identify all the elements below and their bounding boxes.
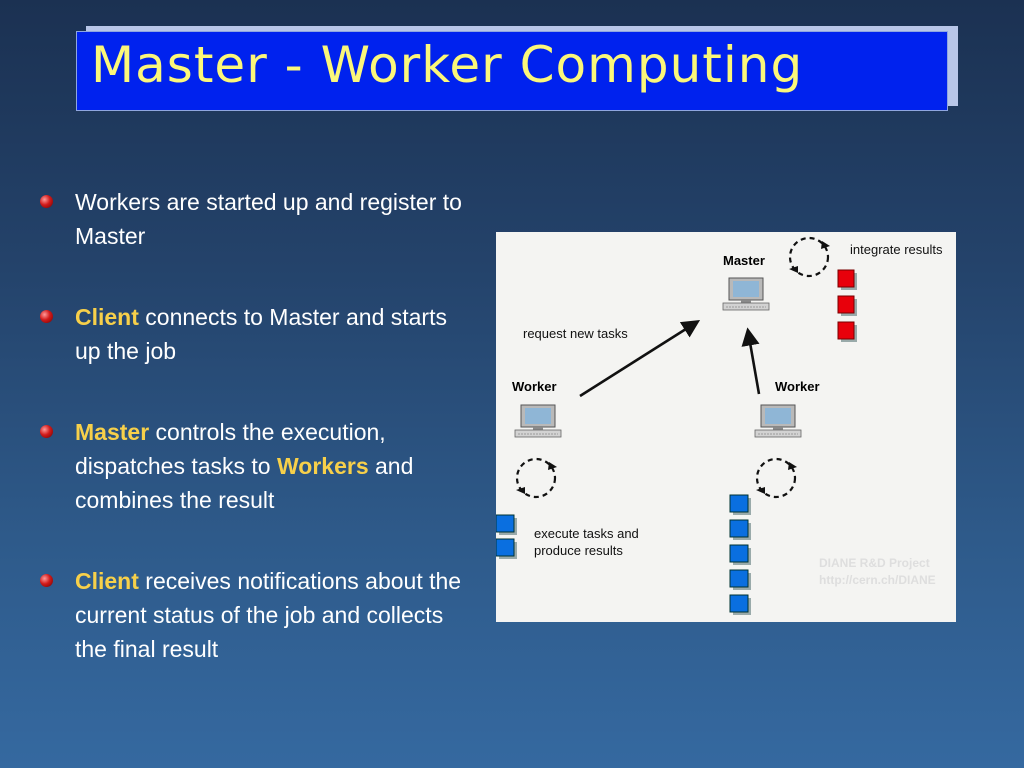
bullet-keyword: Client: [75, 304, 139, 330]
left-task-squares: [496, 514, 517, 559]
bullet-keyword: Workers: [277, 453, 369, 479]
request-new-tasks-label: request new tasks: [523, 326, 628, 341]
bullet-dot-icon: [40, 574, 53, 587]
task-square: [496, 514, 515, 533]
right-worker-computer-icon: [754, 404, 802, 438]
bullet-list: Workers are started up and register to M…: [40, 185, 470, 713]
master-label: Master: [723, 253, 765, 268]
integrate-results-label: integrate results: [850, 242, 943, 257]
watermark-url: http://cern.ch/DIANE: [819, 573, 936, 587]
left-worker-computer-icon: [514, 404, 562, 438]
bullet-item: Client receives notifications about the …: [40, 564, 470, 666]
right-worker-cycle-icon: [755, 457, 797, 499]
left-worker-cycle-icon: [515, 457, 557, 499]
task-square: [729, 494, 749, 513]
slide-title-banner: Master - Worker Computing: [76, 26, 958, 111]
bullet-item: Master controls the execution, dispatche…: [40, 415, 470, 517]
produce-results-label: produce results: [534, 543, 623, 558]
right-worker-label: Worker: [775, 379, 820, 394]
left-worker-label: Worker: [512, 379, 557, 394]
bullet-keyword: Client: [75, 568, 139, 594]
diagram-canvas: Master integrate results request new tas…: [496, 236, 943, 615]
task-square: [496, 538, 515, 557]
watermark-project: DIANE R&D Project: [819, 556, 930, 570]
bullet-text: and combines the result: [75, 453, 414, 513]
left-request-arrow: [579, 320, 701, 398]
right-task-squares: [729, 494, 751, 615]
bullet-text: Workers are started up and register to M…: [75, 189, 462, 249]
bullet-text: controls the execution, dispatches tasks…: [75, 419, 386, 479]
task-square: [729, 569, 749, 588]
bullet-item: Workers are started up and register to M…: [40, 185, 470, 253]
bullet-dot-icon: [40, 195, 53, 208]
master-computer-icon: [722, 277, 770, 311]
bullet-keyword: Master: [75, 419, 150, 445]
result-square: [837, 295, 855, 314]
task-square: [729, 519, 749, 538]
bullet-text: receives notifications about the current…: [75, 568, 462, 662]
bullet-item: Client connects to Master and starts up …: [40, 300, 470, 368]
integrate-cycle-icon: [788, 236, 830, 278]
title-box: Master - Worker Computing: [76, 31, 948, 111]
execute-tasks-label: execute tasks and: [534, 526, 639, 541]
result-squares: [837, 269, 857, 342]
right-request-arrow: [741, 327, 761, 395]
task-square: [729, 544, 749, 563]
result-square: [837, 321, 855, 340]
task-square: [729, 594, 749, 613]
result-square: [837, 269, 855, 288]
bullet-dot-icon: [40, 425, 53, 438]
bullet-dot-icon: [40, 310, 53, 323]
bullet-text: connects to Master and starts up the job: [75, 304, 447, 364]
slide-title: Master - Worker Computing: [91, 36, 804, 94]
master-worker-diagram: Master integrate results request new tas…: [496, 232, 956, 622]
